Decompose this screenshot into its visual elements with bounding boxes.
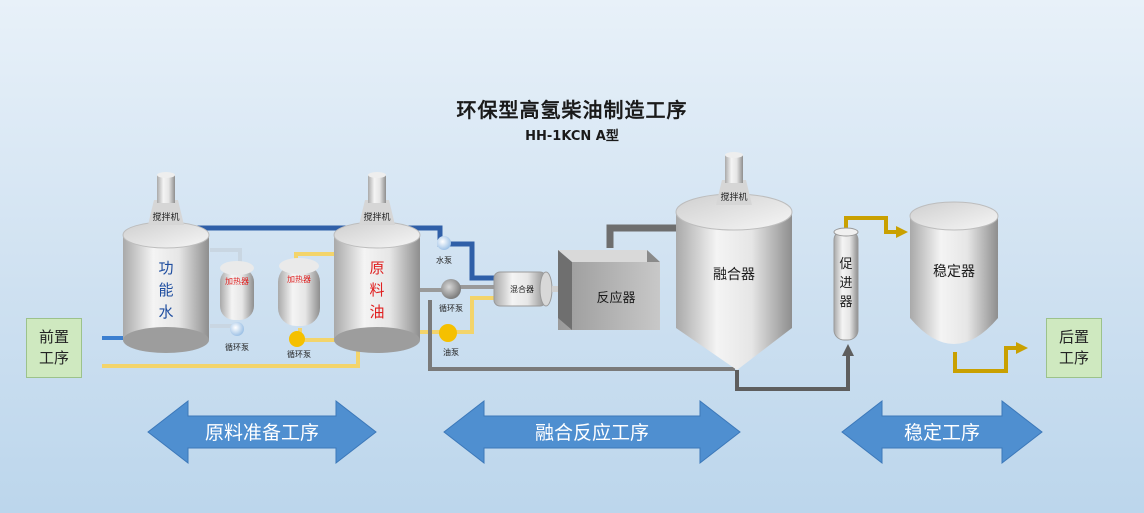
oil-tank-char-2: 料 <box>369 281 384 299</box>
water-pump-ball <box>437 236 451 250</box>
promoter-char-1: 促 <box>839 257 852 272</box>
heater-2 <box>278 258 320 326</box>
front-process-box: 前置工序 <box>26 318 82 378</box>
oil-pump-label: 油泵 <box>443 347 459 357</box>
fusion-tank-label: 融合器 <box>713 267 755 283</box>
stage-arrow-3 <box>841 399 1043 465</box>
blender-circ-pump-ball <box>441 279 461 299</box>
rear-process-label: 后置工序 <box>1058 328 1089 367</box>
oil-tank-char-3: 油 <box>369 303 384 321</box>
reactor-label: 反应器 <box>596 290 635 306</box>
mixer-motor-2 <box>359 172 395 225</box>
circ-pump-2-label: 循环泵 <box>287 349 311 359</box>
fusion-tank <box>675 193 793 370</box>
mixer-motor-1 <box>148 172 184 225</box>
stage-label-2: 融合反应工序 <box>535 422 649 444</box>
stabilizer-tank <box>909 201 999 344</box>
stage-arrow-1 <box>147 399 377 465</box>
stage-arrow-2 <box>443 399 741 465</box>
rear-process-box: 后置工序 <box>1046 318 1102 378</box>
circ-pump-2-ball <box>289 331 305 347</box>
oil-tank-char-1: 原 <box>369 259 384 277</box>
heater-2-label: 加热器 <box>287 274 311 284</box>
blender-label: 混合器 <box>510 284 534 294</box>
mixer-label-1: 搅拌机 <box>152 211 179 223</box>
page-title: 环保型高氢柴油制造工序 <box>456 98 688 122</box>
promoter-column <box>833 227 859 341</box>
mixer-motor-3 <box>716 152 752 205</box>
promoter-char-3: 器 <box>839 295 852 310</box>
page-subtitle: HH-1KCN A型 <box>525 129 619 144</box>
fusion-promoter-pipe <box>735 344 854 391</box>
water-tank-char-1: 功 <box>158 259 173 277</box>
reactor <box>558 250 660 330</box>
promoter-char-2: 进 <box>839 276 852 291</box>
heater-1 <box>220 261 254 320</box>
circ-pump-1-label: 循环泵 <box>225 342 249 352</box>
circ-pump-1-ball <box>230 322 244 336</box>
stage-label-1: 原料准备工序 <box>205 422 319 444</box>
stage-label-3: 稳定工序 <box>904 422 980 444</box>
water-tank-char-3: 水 <box>158 303 173 321</box>
water-tank-char-2: 能 <box>158 281 173 299</box>
heater-1-label: 加热器 <box>225 276 249 286</box>
reactor-fusion-pipe <box>606 224 682 248</box>
stabilizer-tank-label: 稳定器 <box>933 264 975 280</box>
blender-circ-pump-label: 循环泵 <box>439 303 463 313</box>
oil-tank <box>333 221 421 353</box>
front-process-label: 前置工序 <box>38 328 69 367</box>
water-pump-label: 水泵 <box>436 255 452 265</box>
oil-pump-ball <box>439 324 457 342</box>
promoter-stabilizer-pipe <box>844 216 908 238</box>
stabilizer-rear-pipe <box>953 342 1028 373</box>
water-tank <box>122 221 210 353</box>
mixer-label-2: 搅拌机 <box>363 211 390 223</box>
return-pipe <box>428 300 735 371</box>
mixer-label-3: 搅拌机 <box>720 191 747 203</box>
